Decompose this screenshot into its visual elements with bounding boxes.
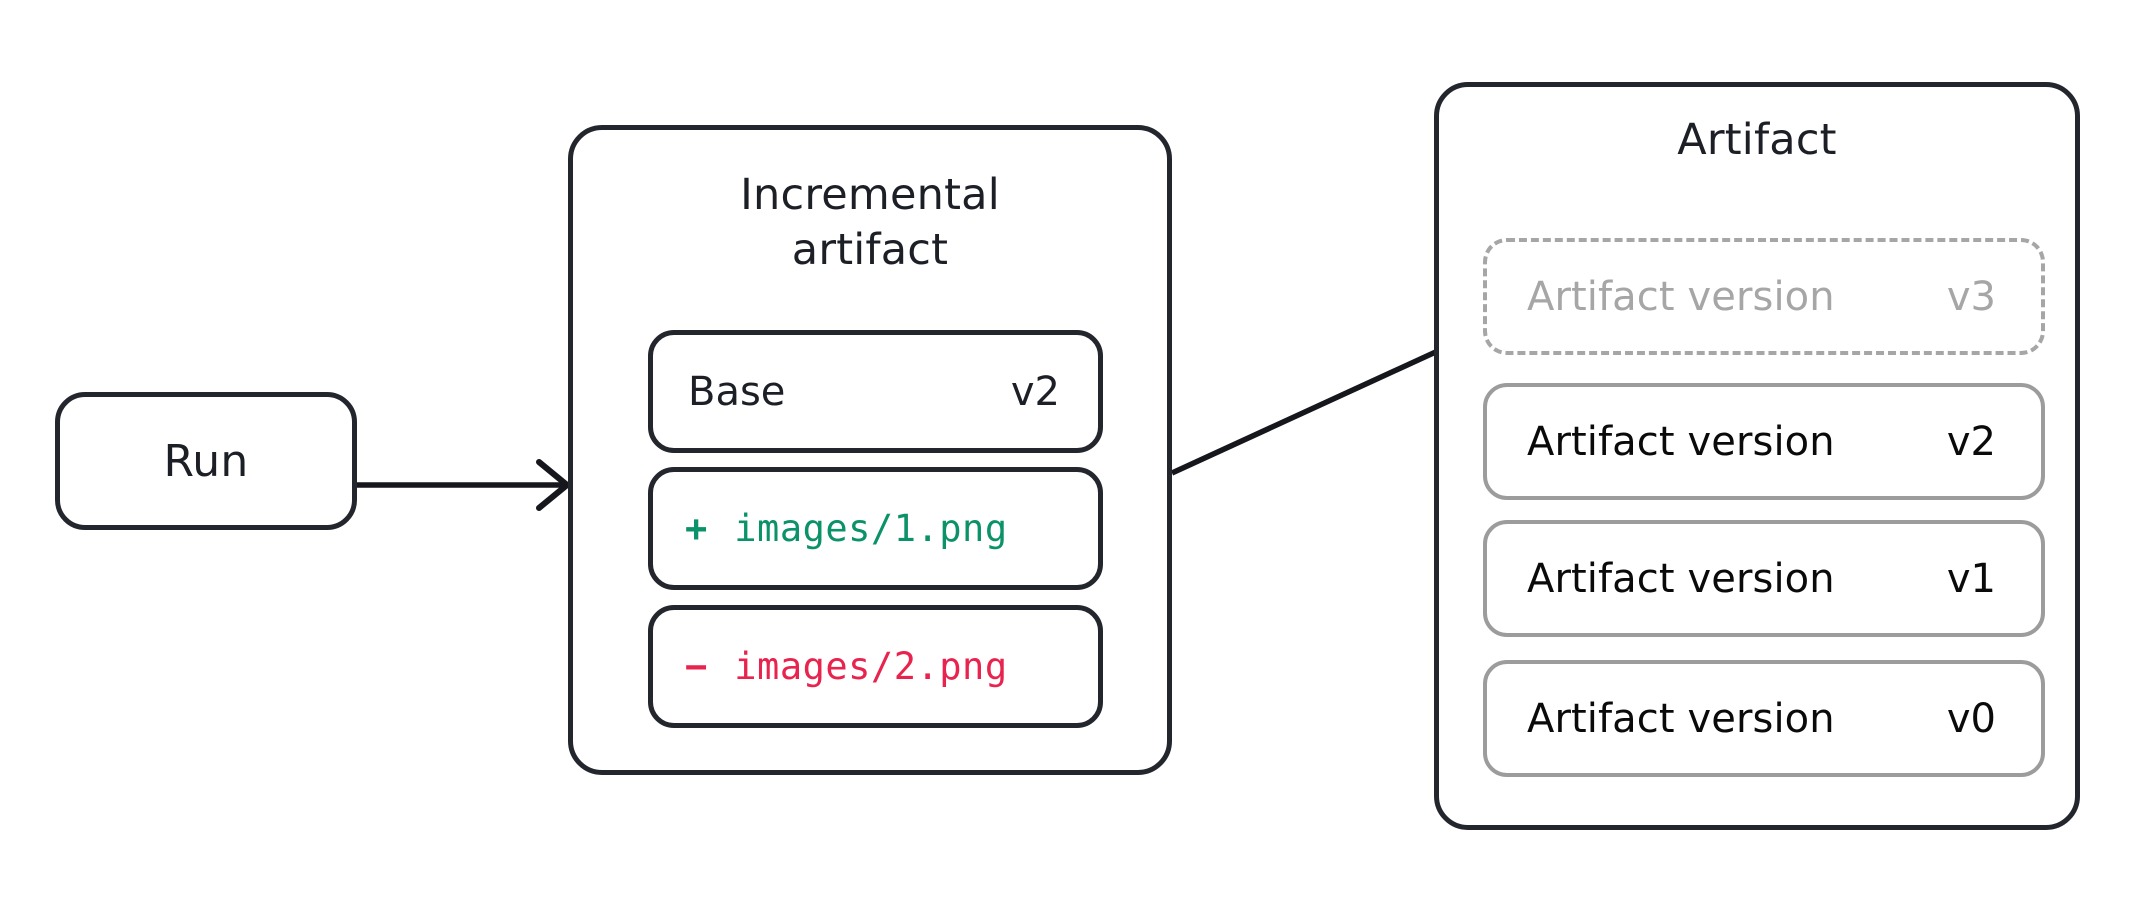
artifact-version-row-v1[interactable]: Artifact version v1 xyxy=(1483,520,2045,637)
artifact-version-number: v0 xyxy=(1946,695,1996,742)
run-label: Run xyxy=(163,435,249,487)
incremental-artifact-title: Incremental artifact xyxy=(573,168,1167,278)
arrow-incremental-to-artifact xyxy=(1170,319,1482,476)
incremental-artifact-node[interactable]: Incremental artifact Base v2 + images/1.… xyxy=(568,125,1172,775)
base-artifact-row[interactable]: Base v2 xyxy=(648,330,1103,453)
artifact-version-row-v0[interactable]: Artifact version v0 xyxy=(1483,660,2045,777)
artifact-version-row-v2[interactable]: Artifact version v2 xyxy=(1483,383,2045,500)
base-artifact-version: v2 xyxy=(1010,368,1060,415)
artifact-version-number: v1 xyxy=(1946,555,1996,602)
plus-icon: + xyxy=(685,507,708,550)
artifact-version-number: v3 xyxy=(1946,273,1996,320)
change-row-deleted[interactable]: − images/2.png xyxy=(648,605,1103,728)
base-artifact-label: Base xyxy=(688,368,786,415)
artifact-version-row-v3[interactable]: Artifact version v3 xyxy=(1483,238,2045,355)
added-file-path: images/1.png xyxy=(734,507,1008,550)
run-node[interactable]: Run xyxy=(55,392,357,530)
artifact-version-label: Artifact version xyxy=(1527,555,1835,602)
deleted-file-path: images/2.png xyxy=(734,645,1008,688)
incremental-artifact-title-line1: Incremental xyxy=(740,170,1000,220)
artifact-version-label: Artifact version xyxy=(1527,695,1835,742)
artifact-node[interactable]: Artifact Artifact version v3 Artifact ve… xyxy=(1434,82,2080,830)
artifact-title: Artifact xyxy=(1677,115,1837,165)
incremental-artifact-title-line2: artifact xyxy=(791,225,949,276)
artifact-version-label: Artifact version xyxy=(1527,418,1835,465)
minus-icon: − xyxy=(685,645,708,688)
artifact-version-label: Artifact version xyxy=(1527,273,1835,320)
change-row-added[interactable]: + images/1.png xyxy=(648,467,1103,590)
artifact-version-number: v2 xyxy=(1946,418,1996,465)
arrow-run-to-incremental xyxy=(357,459,570,511)
